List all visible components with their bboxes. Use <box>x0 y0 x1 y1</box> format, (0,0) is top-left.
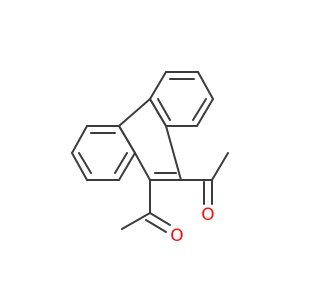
double-bond-inner <box>114 152 128 174</box>
bond <box>165 125 182 181</box>
bond <box>118 125 136 154</box>
double-bond-inner <box>157 98 171 121</box>
ring-left <box>71 125 136 181</box>
bond <box>211 152 229 181</box>
bond <box>197 71 214 100</box>
bond <box>196 98 214 127</box>
double-bond-inner <box>78 152 92 174</box>
bond <box>121 212 151 230</box>
oxygen-label: O <box>170 226 183 246</box>
bond <box>134 152 151 181</box>
acetyl-right <box>180 152 229 205</box>
atom-o-lower: O <box>168 226 186 246</box>
carbonyl-bond <box>149 212 171 226</box>
double-bond-inner <box>192 98 207 121</box>
molecule-structure: O O <box>71 71 229 246</box>
acetyl-lower <box>121 179 171 233</box>
ring-top <box>149 71 214 127</box>
atom-o-right: O <box>199 205 217 225</box>
bond <box>71 125 88 154</box>
ring-middle <box>118 98 182 181</box>
bond <box>118 152 136 181</box>
oxygen-label: O <box>201 205 214 225</box>
bond <box>149 71 167 100</box>
bond <box>149 98 167 127</box>
bond <box>71 152 88 181</box>
bond <box>118 98 151 127</box>
carbonyl-bond <box>145 219 167 233</box>
